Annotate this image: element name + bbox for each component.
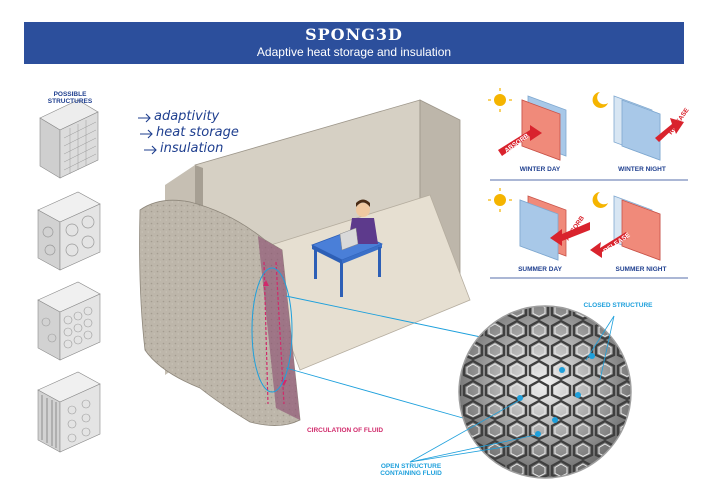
caption-winter-day: WINTER DAY [519,166,561,173]
moon-icon [592,192,608,208]
open-pointer [409,399,521,463]
sun-icon [494,194,506,206]
foam-magnified-circle [458,305,632,479]
structure-foam-2 [37,281,101,361]
sun-icon [494,94,506,106]
structure-lattice [39,99,99,179]
caption-summer-day: SUMMER DAY [518,266,562,273]
page-title: SPONG3D [305,25,403,44]
panel-summer-night [590,192,661,261]
desk-with-person [311,199,384,297]
circulation-label: CIRCULATION OF FLUID [306,427,384,434]
structure-ribbed [37,371,101,453]
feature-insulation: insulation [160,141,224,156]
wall-cross-section [139,199,301,426]
open-structure-label: OPEN STRUCTURE CONTAINING FLUID [380,463,442,477]
closed-pointer [585,315,615,361]
zoom-line-bottom [285,367,471,421]
panel-winter-day [488,88,567,161]
feature-adaptivity: adaptivity [154,109,220,124]
feature-heat-storage: heat storage [156,125,239,140]
structure-foam-1 [37,191,101,271]
panel-winter-night [592,92,684,161]
possible-structures-label: POSSIBLE STRUCTURES [47,91,93,105]
moon-icon [592,92,608,108]
caption-winter-night: WINTER NIGHT [618,166,666,173]
page-subtitle: Adaptive heat storage and insulation [256,45,452,59]
feature-arrows [138,113,157,155]
closed-structure-label: CLOSED STRUCTURE [583,302,653,309]
caption-summer-night: SUMMER NIGHT [615,266,667,273]
title-banner: SPONG3D Adaptive heat storage and insula… [24,22,684,64]
zoom-line-top [285,295,496,341]
panel-summer-day [488,188,590,261]
